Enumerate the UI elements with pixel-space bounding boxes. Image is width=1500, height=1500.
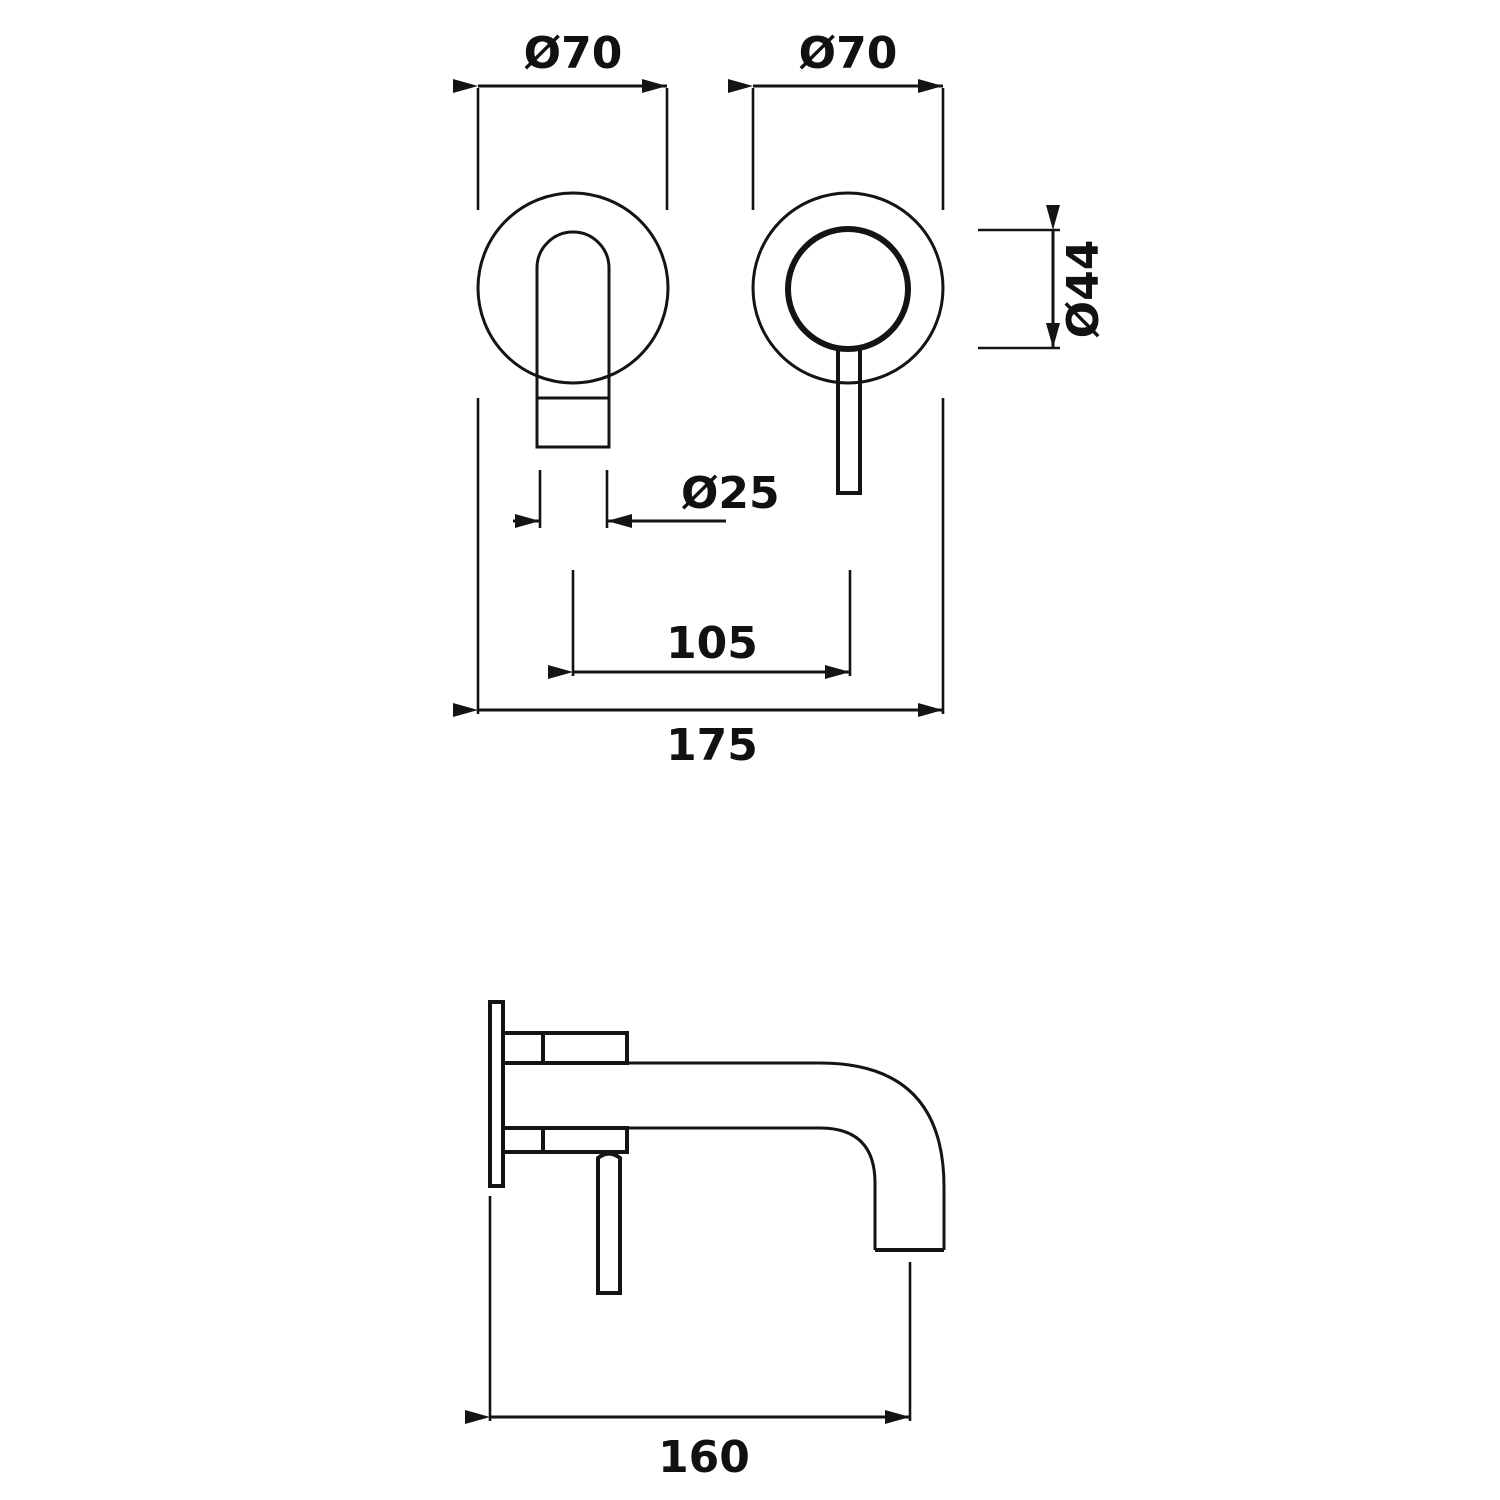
dim-d44 bbox=[978, 205, 1060, 350]
spout-outlet-collar bbox=[535, 396, 611, 449]
wall-plate bbox=[488, 1000, 505, 1188]
handle-cap-circle bbox=[785, 226, 911, 352]
dim-label-d44: Ø44 bbox=[1058, 240, 1109, 339]
dim-label-175: 175 bbox=[666, 720, 758, 771]
handle-escutcheon-circle bbox=[751, 191, 945, 385]
dim-d25 bbox=[513, 470, 726, 528]
dim-160 bbox=[465, 1196, 912, 1424]
lower-escutcheon-block bbox=[503, 1126, 629, 1154]
dim-d70-left bbox=[453, 79, 669, 210]
dim-105 bbox=[548, 570, 852, 679]
dim-d70-right bbox=[728, 79, 945, 210]
dim-label-d70-right: Ø70 bbox=[799, 28, 898, 79]
dim-label-160: 160 bbox=[658, 1432, 750, 1483]
handle-front-view bbox=[751, 191, 945, 495]
dim-label-d70-left: Ø70 bbox=[524, 28, 623, 79]
dim-175 bbox=[453, 398, 945, 717]
handle-lever bbox=[836, 348, 862, 495]
spout-tube-arch bbox=[535, 230, 611, 355]
upper-escutcheon-block bbox=[503, 1031, 629, 1065]
spout-escutcheon-circle bbox=[476, 191, 670, 385]
spout-front-view bbox=[476, 191, 670, 449]
side-elevation-view bbox=[488, 1000, 946, 1295]
lever-handle-side bbox=[596, 1151, 622, 1295]
dim-label-d25: Ø25 bbox=[681, 468, 780, 519]
dim-label-105: 105 bbox=[666, 618, 758, 669]
spout-outer-profile bbox=[503, 1061, 946, 1250]
spout-inner-profile bbox=[503, 1126, 877, 1250]
